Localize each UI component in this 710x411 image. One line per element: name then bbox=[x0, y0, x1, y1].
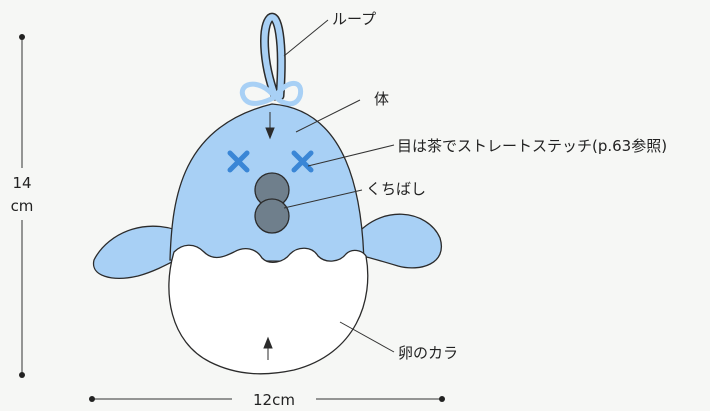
label-shell: 卵のカラ bbox=[398, 344, 458, 362]
width-dimension: 12cm bbox=[89, 388, 445, 410]
egg-shell bbox=[168, 244, 369, 375]
left-wing bbox=[92, 225, 191, 279]
width-dimension-dot-right bbox=[439, 396, 445, 402]
height-value: 14 bbox=[12, 174, 31, 192]
leader-shell bbox=[339, 321, 395, 353]
height-dimension: 14 cm bbox=[6, 34, 38, 378]
leader-loop bbox=[283, 19, 329, 57]
shell-arrow-head bbox=[263, 336, 273, 349]
body-arrow-head bbox=[265, 127, 275, 140]
leader-lines bbox=[283, 19, 395, 353]
leader-beak bbox=[283, 189, 363, 209]
label-loop: ループ bbox=[332, 10, 376, 28]
width-dimension-dot-left bbox=[89, 396, 95, 402]
label-body: 体 bbox=[374, 90, 389, 108]
height-unit: cm bbox=[11, 197, 34, 215]
beak-lower bbox=[254, 198, 290, 234]
label-eyes: 目は茶でストレートステッチ(p.63参照) bbox=[397, 137, 667, 155]
loop bbox=[239, 12, 304, 107]
label-beak: くちばし bbox=[366, 180, 426, 198]
height-label-bg bbox=[6, 168, 38, 220]
leader-eyes bbox=[307, 144, 395, 167]
right-eye-stroke-2 bbox=[291, 150, 314, 173]
eyes bbox=[227, 150, 314, 173]
left-eye-stroke-2 bbox=[227, 150, 250, 173]
beak bbox=[254, 172, 290, 234]
right-wing bbox=[351, 213, 443, 269]
inner-arrows bbox=[263, 112, 275, 360]
width-label-bg bbox=[232, 388, 316, 410]
width-label: 12cm bbox=[253, 391, 295, 409]
loop-bow bbox=[239, 80, 304, 107]
height-dimension-dot-bottom bbox=[19, 372, 25, 378]
height-dimension-dot-top bbox=[19, 34, 25, 40]
loop-strand bbox=[261, 14, 285, 99]
leader-body bbox=[295, 99, 361, 133]
